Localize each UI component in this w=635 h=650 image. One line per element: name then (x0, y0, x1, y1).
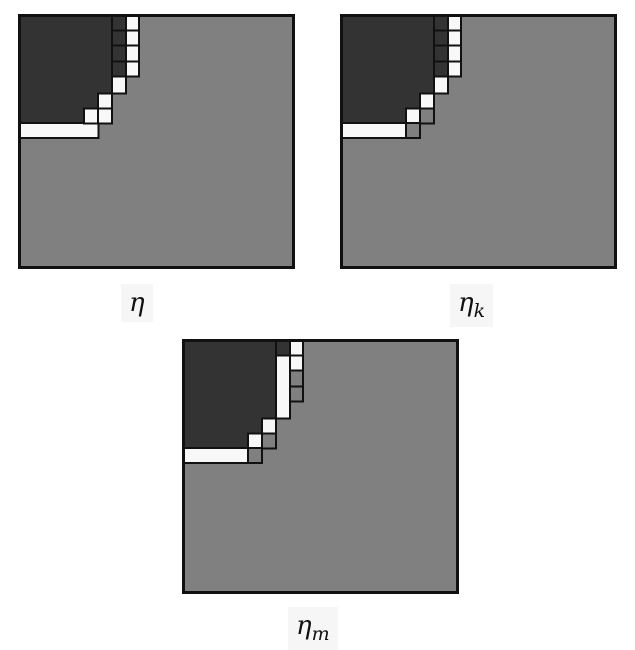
panel-border (340, 14, 617, 269)
label-eta: η (121, 284, 153, 322)
label-eta-m-symbol: η (296, 611, 312, 641)
white-bar (18, 122, 100, 139)
dark-region (341, 15, 434, 123)
panel-border (18, 14, 295, 269)
diagram-eta (18, 14, 295, 269)
dark-region (19, 15, 112, 123)
label-eta-m: ηm (288, 607, 338, 650)
white-bar (182, 447, 249, 464)
boundary-cells (405, 14, 462, 139)
white-bar (340, 122, 407, 139)
panel-border (182, 339, 459, 594)
label-eta-k-symbol: η (458, 288, 474, 318)
diagram-eta-m (182, 339, 459, 594)
label-eta-k-subscript: k (473, 300, 486, 322)
dark-region (183, 340, 276, 448)
boundary-cells (83, 14, 140, 125)
label-eta-m-subscript: m (311, 623, 330, 645)
label-eta-k: ηk (450, 284, 494, 327)
label-eta-symbol: η (129, 288, 145, 318)
diagram-eta-k (340, 14, 617, 269)
boundary-cells (247, 339, 304, 464)
